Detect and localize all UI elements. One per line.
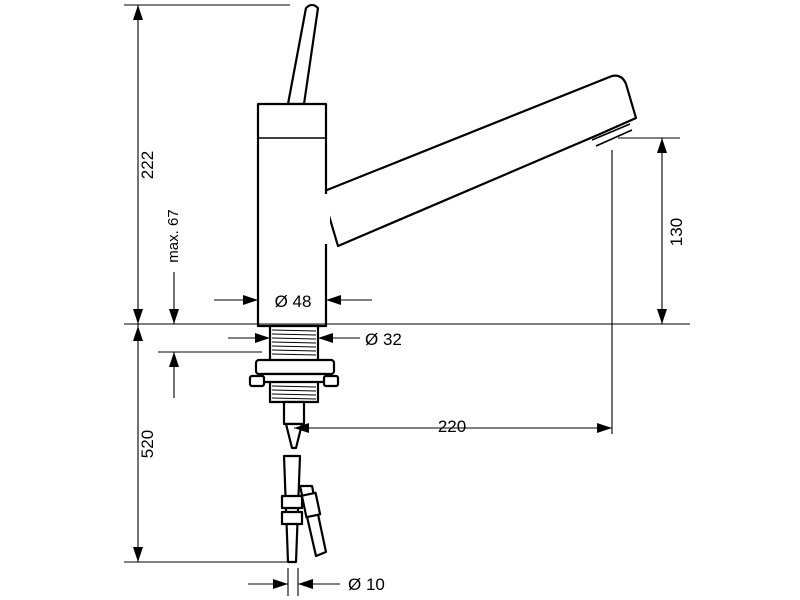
mounting-shank bbox=[248, 324, 340, 450]
thread-line bbox=[271, 389, 317, 392]
dim-diameter-hose: Ø 10 bbox=[348, 575, 385, 594]
dim-spout-reach: 220 bbox=[438, 417, 466, 436]
thread-line bbox=[271, 349, 317, 352]
dim-diameter-shank: Ø 32 bbox=[365, 330, 402, 349]
aerator bbox=[591, 123, 633, 147]
dimension-labels: 222 max. 67 520 130 Ø 48 Ø 32 220 Ø 10 bbox=[138, 151, 686, 594]
lever-handle bbox=[286, 3, 320, 106]
thread-line bbox=[271, 341, 317, 344]
fixing-nut bbox=[254, 358, 336, 376]
main-body bbox=[256, 102, 328, 328]
dimension-lines bbox=[124, 4, 690, 596]
thread-line bbox=[271, 337, 317, 340]
thread-line bbox=[271, 397, 317, 400]
shank-threads bbox=[271, 329, 317, 400]
dim-height-total: 222 bbox=[138, 151, 157, 179]
thread-line bbox=[271, 329, 317, 332]
dim-hose-length: 520 bbox=[138, 430, 157, 458]
supply-hoses bbox=[280, 454, 328, 564]
faucet-body bbox=[256, 3, 638, 328]
dim-spout-height: 130 bbox=[667, 218, 686, 246]
spout bbox=[320, 74, 638, 248]
dim-diameter-body: Ø 48 bbox=[275, 292, 312, 311]
thread-line bbox=[271, 353, 317, 356]
thread-line bbox=[271, 345, 317, 348]
dim-max-thickness: max. 67 bbox=[165, 209, 182, 262]
thread-line bbox=[271, 333, 317, 336]
thread-line bbox=[271, 393, 317, 396]
thread-line bbox=[271, 385, 317, 388]
